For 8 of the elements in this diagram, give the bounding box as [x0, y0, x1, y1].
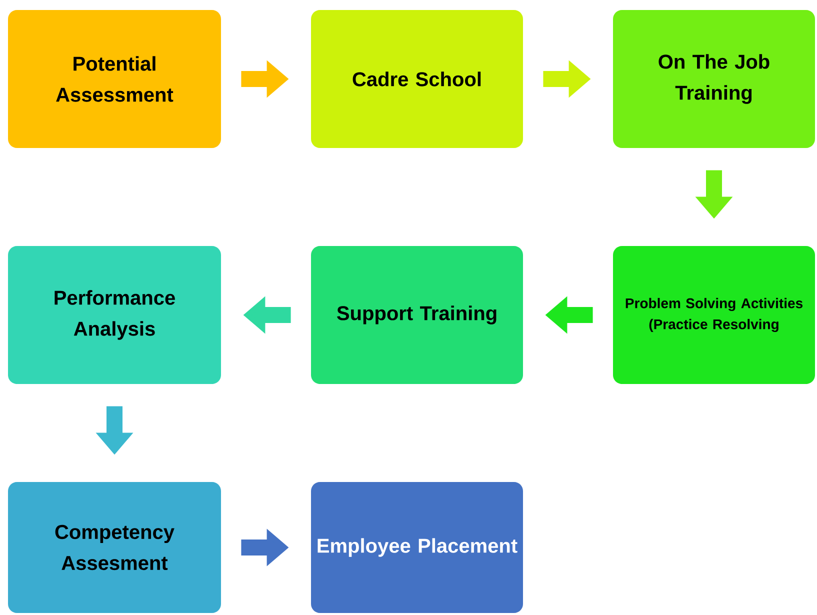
process-box: Problem Solving Activities (Practice Resolving	[613, 246, 815, 384]
process-box: Support Training	[311, 246, 523, 384]
process-box: Performance Analysis	[8, 246, 221, 384]
process-box: Cadre School	[311, 10, 523, 148]
process-box: Competency Assesment	[8, 482, 221, 613]
process-box: Employee Placement	[311, 482, 523, 613]
process-box: Potential Assessment	[8, 10, 221, 148]
process-box: On The Job Training	[613, 10, 815, 148]
